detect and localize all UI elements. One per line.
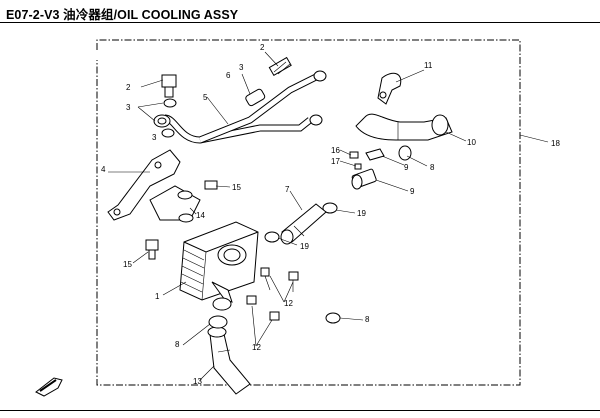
hollow-bolt-top xyxy=(268,56,292,77)
front-arrow-icon xyxy=(35,377,63,397)
pipe-sleeve xyxy=(245,88,266,107)
hose-clamps xyxy=(264,202,338,243)
callout-18: 18 xyxy=(551,139,560,148)
callout-11: 11 xyxy=(424,61,433,70)
callout-2-left: 2 xyxy=(126,83,131,92)
bracket xyxy=(107,149,201,221)
callout-6: 6 xyxy=(226,71,231,80)
callout-12-right: 12 xyxy=(284,299,293,308)
oil-pipe xyxy=(164,70,327,144)
bolts-15 xyxy=(145,180,218,260)
callout-4: 4 xyxy=(101,165,106,174)
callout-8-left: 8 xyxy=(175,340,180,349)
callout-16: 16 xyxy=(331,146,340,155)
frame-bottom-rule xyxy=(0,410,600,412)
page-title: E07-2-V3 油冷器组/OIL COOLING ASSY xyxy=(6,8,239,22)
hose-10 xyxy=(355,113,453,141)
callout-12-lower: 12 xyxy=(252,343,261,352)
callout-19-left: 19 xyxy=(300,242,309,251)
callout-1: 1 xyxy=(155,292,160,301)
o-rings xyxy=(177,190,194,223)
callout-9-upper: 9 xyxy=(404,163,409,172)
callout-3-top: 3 xyxy=(239,63,244,72)
frame-top-rule xyxy=(0,22,600,24)
oil-cooler-body xyxy=(179,221,259,311)
callout-13: 13 xyxy=(193,377,202,386)
assembly-boundary xyxy=(96,39,521,386)
callout-9-lower: 9 xyxy=(410,187,415,196)
callout-15-lower: 15 xyxy=(123,260,132,269)
callout-14: 14 xyxy=(196,211,205,220)
callouts: 2 2 3 3 3 6 5 4 11 18 10 8 16 17 9 9 7 1… xyxy=(101,43,560,386)
hose-13 xyxy=(207,326,251,395)
hose-bracket xyxy=(377,72,402,105)
washers xyxy=(153,98,177,138)
callout-5: 5 xyxy=(203,93,208,102)
clamp-upper xyxy=(398,145,412,161)
callout-19-right: 19 xyxy=(357,209,366,218)
callout-8-upper: 8 xyxy=(430,163,435,172)
union-fitting xyxy=(351,168,377,190)
callout-3-left: 3 xyxy=(126,103,131,112)
leader-lines xyxy=(108,51,549,381)
small-clips xyxy=(349,148,385,170)
callout-7: 7 xyxy=(285,185,290,194)
callout-10: 10 xyxy=(467,138,476,147)
hose-7 xyxy=(280,203,327,245)
callout-15-upper: 15 xyxy=(232,183,241,192)
callout-3-lower: 3 xyxy=(152,133,157,142)
hollow-bolt-left xyxy=(161,74,177,98)
callout-17: 17 xyxy=(331,157,340,166)
callout-8-right: 8 xyxy=(365,315,370,324)
callout-2-top: 2 xyxy=(260,43,265,52)
bolts-12 xyxy=(246,267,299,321)
